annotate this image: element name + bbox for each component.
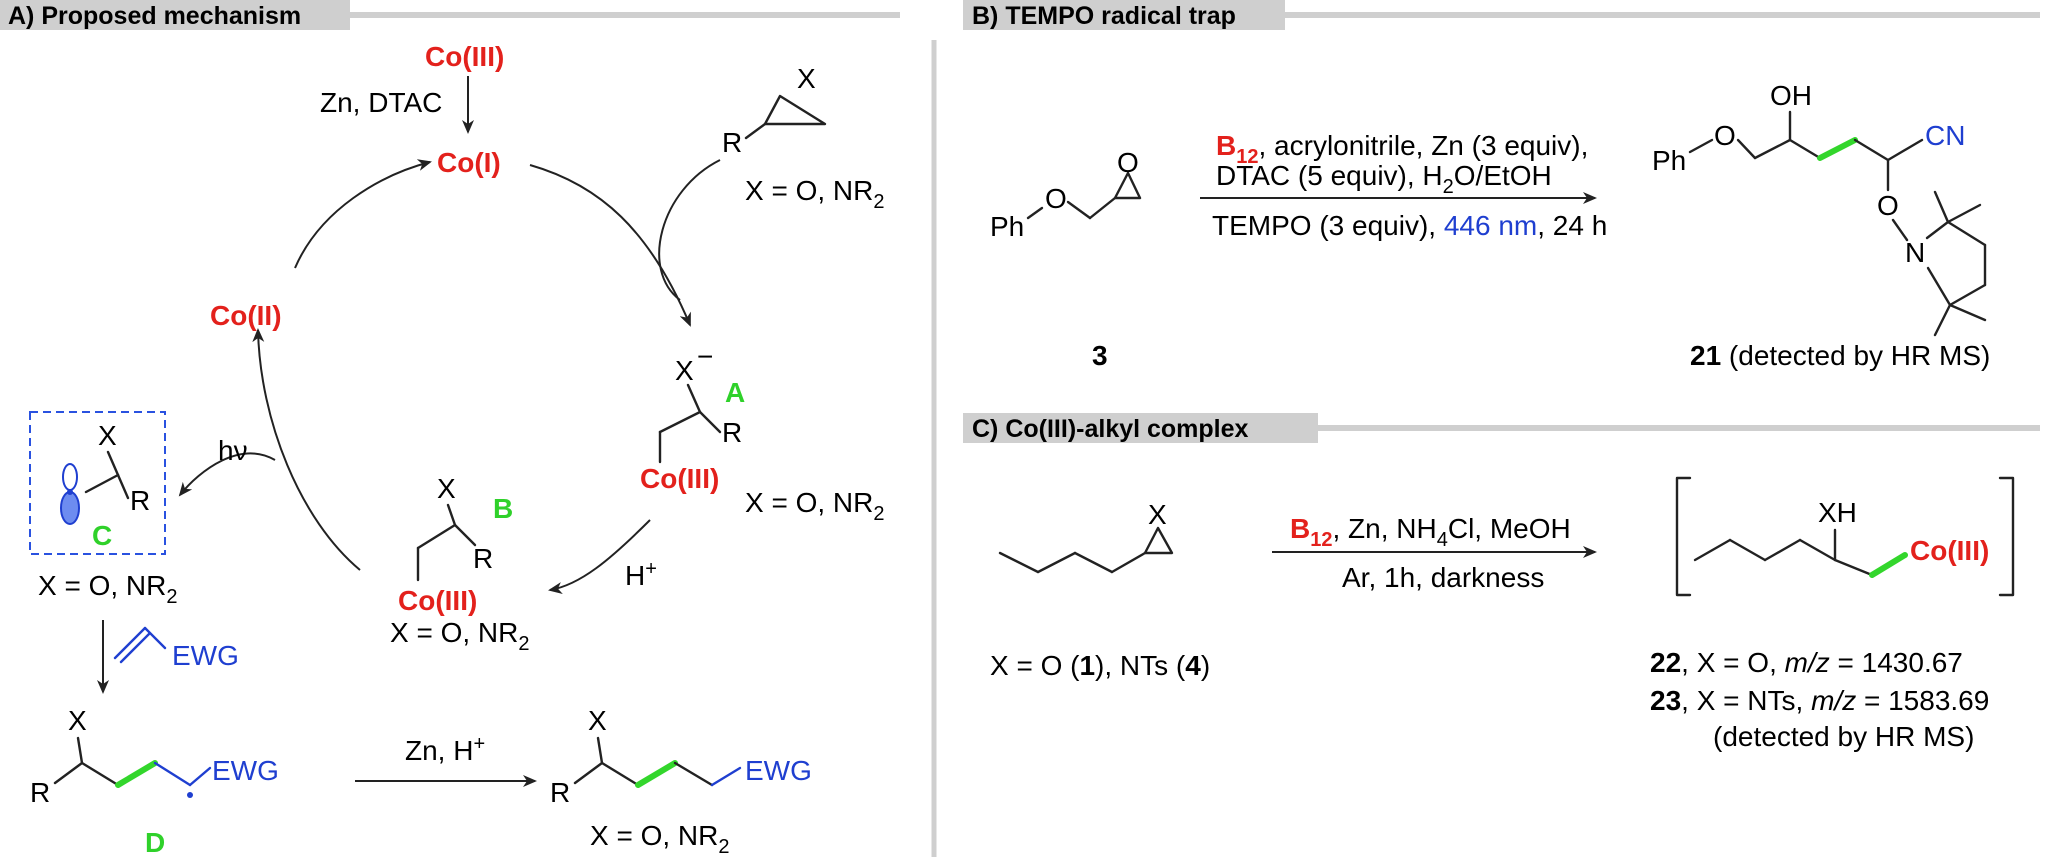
hv-label: hν [218,435,248,466]
co3-top-label: Co(III) [425,41,504,72]
svg-text:Ph: Ph [1652,145,1686,176]
svg-text:B: B [493,493,513,524]
co2-label: Co(II) [210,300,282,331]
svg-text:X = O (1), NTs (4): X = O (1), NTs (4) [990,650,1210,681]
co1-label: Co(I) [437,147,501,178]
intermediate-a: X − A R Co(III) X = O, NR2 [640,341,885,525]
svg-text:R: R [550,777,570,808]
svg-text:Co(III): Co(III) [640,463,719,494]
svg-text:X: X [797,63,816,94]
svg-text:C) Co(III)-alkyl complex: C) Co(III)-alkyl complex [972,415,1249,443]
svg-text:CN: CN [1925,120,1965,151]
svg-text:X = O, NR2: X = O, NR2 [390,617,530,655]
svg-text:B12, acrylonitrile, Zn (3 equi: B12, acrylonitrile, Zn (3 equiv), [1216,130,1588,168]
svg-text:EWG: EWG [212,755,279,786]
svg-text:(detected by HR MS): (detected by HR MS) [1713,721,1974,752]
svg-text:Ar, 1h, darkness: Ar, 1h, darkness [1342,562,1544,593]
svg-text:N: N [1905,237,1925,268]
svg-text:H+: H+ [625,558,657,591]
svg-text:OH: OH [1770,80,1812,111]
svg-text:X = O, NR2: X = O, NR2 [38,570,178,608]
svg-text:R: R [722,417,742,448]
svg-text:22, X = O, m/z = 1430.67: 22, X = O, m/z = 1430.67 [1650,647,1963,678]
co3-alkyl-complex: XH Co(III) [1675,476,2015,597]
substrate-3: Ph O O 3 [990,147,1142,371]
svg-text:X = O, NR2: X = O, NR2 [745,487,885,525]
panel-a-header: A) Proposed mechanism [0,0,900,30]
intermediate-c: X R C X = O, NR2 [29,411,178,608]
svg-text:Zn, H+: Zn, H+ [405,733,485,766]
svg-text:B12, Zn, NH4Cl, MeOH: B12, Zn, NH4Cl, MeOH [1290,513,1571,551]
panel-b-header: B) TEMPO radical trap [963,0,2040,30]
svg-text:D: D [145,827,165,857]
svg-text:X: X [1148,499,1167,530]
acceptor-alkene: EWG [113,626,239,671]
svg-text:Co(III): Co(III) [1910,535,1989,566]
svg-text:EWG: EWG [172,640,239,671]
svg-text:O: O [1714,120,1736,151]
svg-text:21 (detected by HR MS): 21 (detected by HR MS) [1690,340,1990,371]
svg-text:B) TEMPO radical trap: B) TEMPO radical trap [972,2,1236,30]
svg-text:A) Proposed mechanism: A) Proposed mechanism [8,2,301,30]
product-21: Ph O OH CN O N 21 (detected by [1652,80,1990,371]
svg-text:A: A [725,377,745,408]
svg-text:O: O [1117,147,1139,178]
svg-text:X: X [98,420,117,451]
svg-text:−: − [697,341,713,372]
panel-c-header: C) Co(III)-alkyl complex [963,413,2040,443]
svg-text:Co(III): Co(III) [398,585,477,616]
svg-text:R: R [473,543,493,574]
radical-d: X R EWG D [30,705,279,857]
svg-text:23, X = NTs, m/z = 1583.69: 23, X = NTs, m/z = 1583.69 [1650,685,1989,716]
zn-dtac-label: Zn, DTAC [320,87,442,118]
svg-text:C: C [92,520,112,551]
intermediate-b: X B R Co(III) X = O, NR2 [390,473,530,655]
svg-text:Ph: Ph [990,211,1024,242]
svg-text:X = O, NR2: X = O, NR2 [590,820,730,857]
svg-text:EWG: EWG [745,755,812,786]
svg-text:O: O [1877,190,1899,221]
svg-text:3: 3 [1092,340,1108,371]
panel-c-coalkyl: X X = O (1), NTs (4) B12, Zn, NH4Cl, MeO… [990,476,2015,752]
epoxide-a: X R X = O, NR2 [722,63,885,213]
panel-b-tempo: Ph O O 3 B12, acrylonitrile, Zn (3 equiv… [990,80,1990,371]
svg-text:XH: XH [1818,497,1857,528]
svg-text:X: X [68,705,87,736]
svg-text:DTAC (5 equiv), H2O/EtOH: DTAC (5 equiv), H2O/EtOH [1216,160,1552,198]
svg-text:R: R [130,485,150,516]
svg-text:X: X [675,355,694,386]
svg-text:R: R [30,777,50,808]
svg-text:TEMPO (3 equiv), 446 nm, 24 h: TEMPO (3 equiv), 446 nm, 24 h [1212,210,1607,241]
product-a: X R EWG X = O, NR2 [550,705,812,857]
svg-text:X: X [588,705,607,736]
svg-text:X: X [437,473,456,504]
svg-text:R: R [722,127,742,158]
svg-text:X = O, NR2: X = O, NR2 [745,175,885,213]
svg-text:O: O [1045,183,1067,214]
substrate-1-4: X X = O (1), NTs (4) [990,499,1210,681]
panel-a-mechanism: Co(III) Zn, DTAC Co(I) X R X = O, NR2 Co… [29,41,885,857]
